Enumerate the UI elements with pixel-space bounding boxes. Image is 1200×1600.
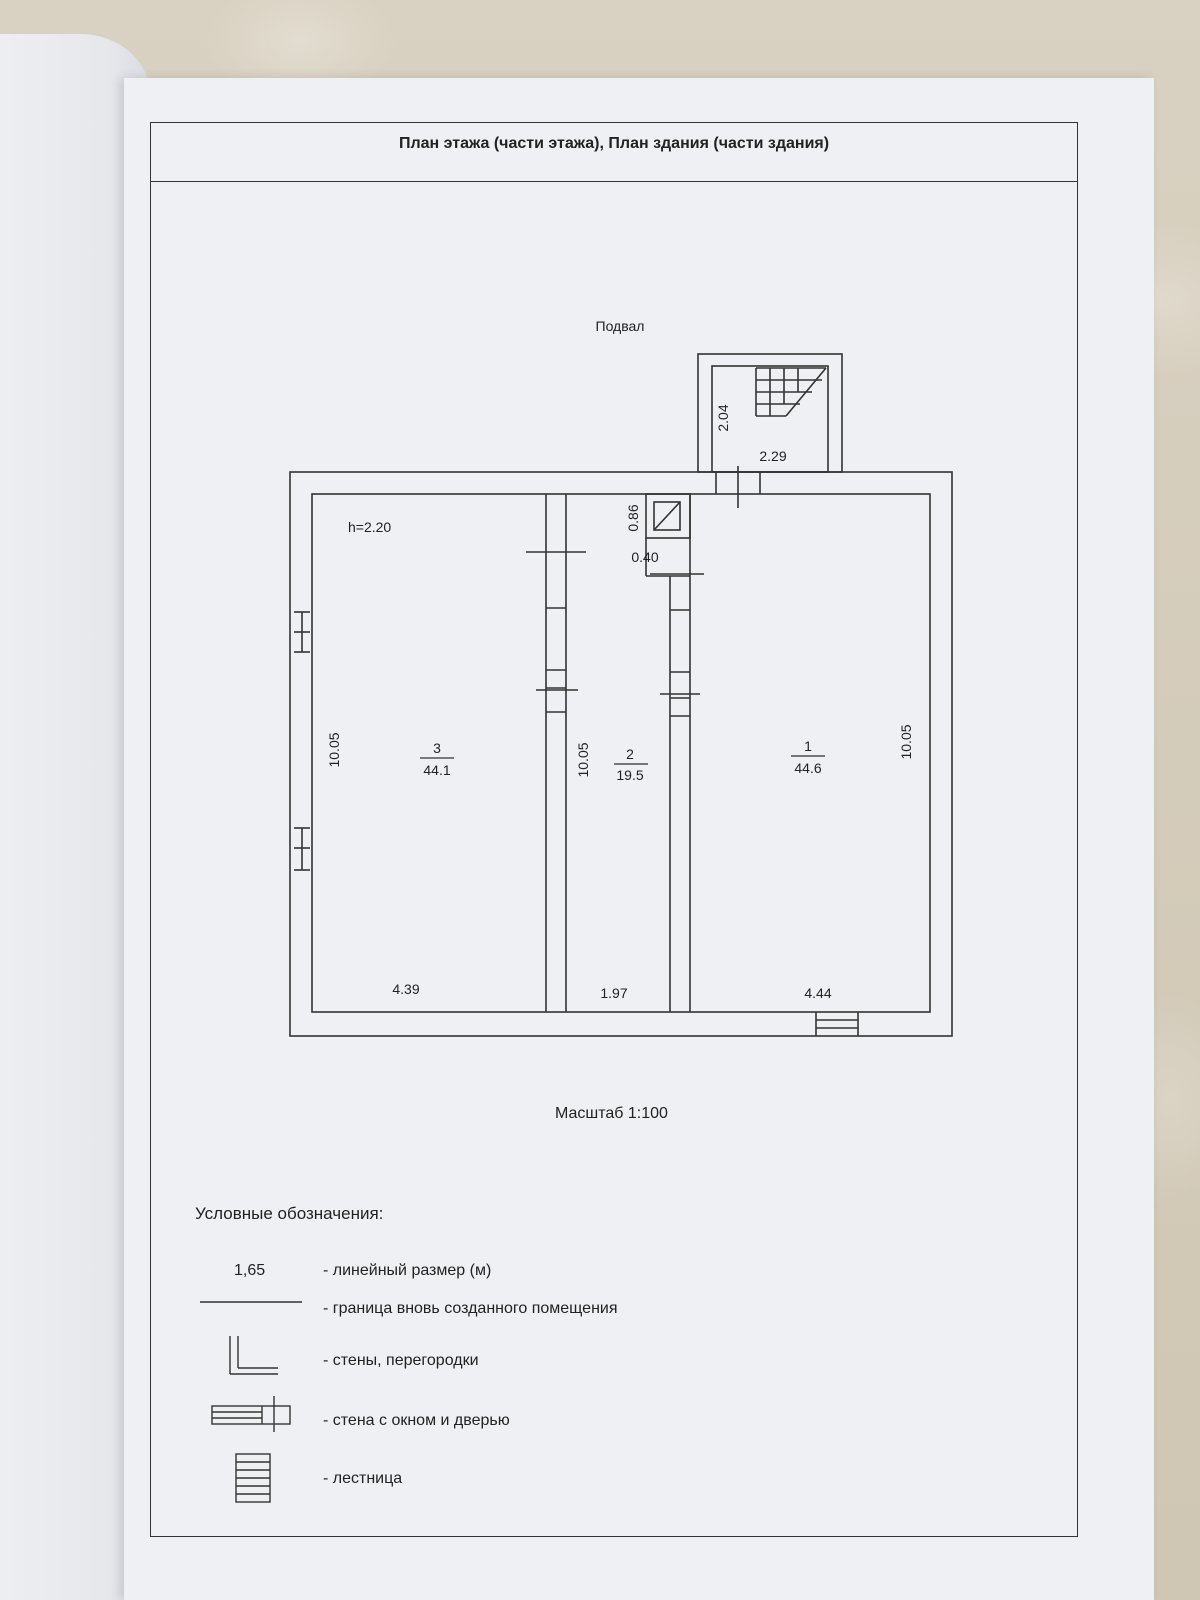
- legend-item-wall-window-door: - стена с окном и дверью: [323, 1412, 510, 1429]
- legend-window-door-symbol: [211, 1396, 291, 1432]
- window-left-lower: [294, 827, 310, 871]
- page-title: План этажа (части этажа), План здания (ч…: [398, 135, 830, 152]
- dim-stair-width: 2.29: [759, 448, 786, 464]
- room-3-number: 3: [433, 740, 441, 756]
- legend-wall-symbol: [229, 1336, 278, 1375]
- legend-stairs-symbol: [235, 1453, 271, 1503]
- entrance-steps: [815, 1012, 859, 1036]
- dim-room3-width: 4.39: [392, 981, 419, 997]
- inner-wall-outline: [311, 493, 931, 1013]
- dim-room1-width: 4.44: [804, 985, 831, 1001]
- room-1-number: 1: [804, 738, 812, 754]
- dim-niche-width: 0.40: [631, 549, 658, 565]
- stairs-symbol: [755, 367, 827, 417]
- room-2-area: 19.5: [616, 767, 643, 783]
- legend-item-walls: - стены, перегородки: [323, 1352, 479, 1369]
- ceiling-height: h=2.20: [348, 519, 391, 535]
- room-3-area: 44.1: [423, 762, 450, 778]
- legend-sample-value: 1,65: [234, 1262, 266, 1279]
- outer-wall-outline: [289, 471, 953, 1037]
- legend-item-boundary: - граница вновь созданного помещения: [323, 1300, 618, 1317]
- window-left-upper: [294, 611, 310, 653]
- room-2-number: 2: [626, 746, 634, 762]
- drawing-frame: План этажа (части этажа), План здания (ч…: [150, 122, 1078, 1537]
- legend-item-dimension: - линейный размер (м): [323, 1262, 492, 1279]
- dim-niche-height: 0.86: [625, 504, 641, 531]
- dim-room3-length: 10.05: [326, 732, 342, 767]
- dim-room1-length: 10.05: [898, 724, 914, 759]
- dim-stair-length: 2.04: [715, 404, 731, 431]
- room-1-area: 44.6: [794, 760, 821, 776]
- scale-label: Масштаб 1:100: [555, 1105, 668, 1122]
- header-divider: [151, 181, 1077, 182]
- document-sheet: [124, 78, 1154, 1600]
- floor-label: Подвал: [596, 318, 645, 334]
- legend-title: Условные обозначения:: [195, 1204, 384, 1223]
- legend-item-stairs: - лестница: [323, 1470, 403, 1487]
- dim-room2-length: 10.05: [575, 742, 591, 777]
- dim-room2-width: 1.97: [600, 985, 627, 1001]
